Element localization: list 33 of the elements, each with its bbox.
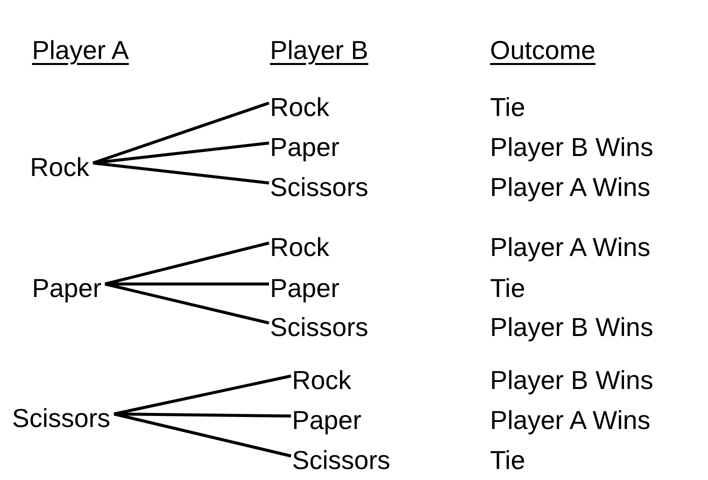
outcome-text: Player A Wins: [490, 232, 650, 262]
outcome-text: Player B Wins: [490, 365, 654, 395]
choice-label: Scissors: [12, 403, 110, 433]
branch-line: [92, 142, 270, 164]
outcome-text: Tie: [490, 273, 526, 303]
branch-line: [114, 374, 292, 416]
choice-label: Scissors: [292, 445, 390, 475]
branch-line: [104, 282, 270, 324]
choice-label: Paper: [292, 405, 362, 435]
outcome-text: Player A Wins: [490, 405, 650, 435]
branch-line: [92, 162, 270, 184]
choice-label: Paper: [32, 273, 102, 303]
outcome-text: Player B Wins: [490, 312, 654, 342]
branch-line: [92, 102, 270, 164]
branch-line: [114, 412, 292, 418]
outcome-text: Player B Wins: [490, 132, 654, 162]
branch-line: [114, 412, 292, 458]
choice-label: Rock: [270, 232, 330, 262]
choice-label: Rock: [270, 92, 330, 122]
choice-label: Scissors: [270, 312, 368, 342]
column-header: Outcome: [490, 35, 596, 65]
choice-label: Rock: [30, 152, 90, 182]
outcome-text: Tie: [490, 92, 526, 122]
outcome-text: Player A Wins: [490, 172, 650, 202]
outcome-text: Tie: [490, 445, 526, 475]
choice-label: Paper: [270, 132, 340, 162]
column-header: Player A: [32, 35, 129, 65]
choice-label: Rock: [292, 365, 352, 395]
branch-line: [104, 242, 270, 286]
choice-label: Scissors: [270, 172, 368, 202]
column-header: Player B: [270, 35, 368, 65]
choice-label: Paper: [270, 273, 340, 303]
branch-line: [105, 282, 269, 286]
